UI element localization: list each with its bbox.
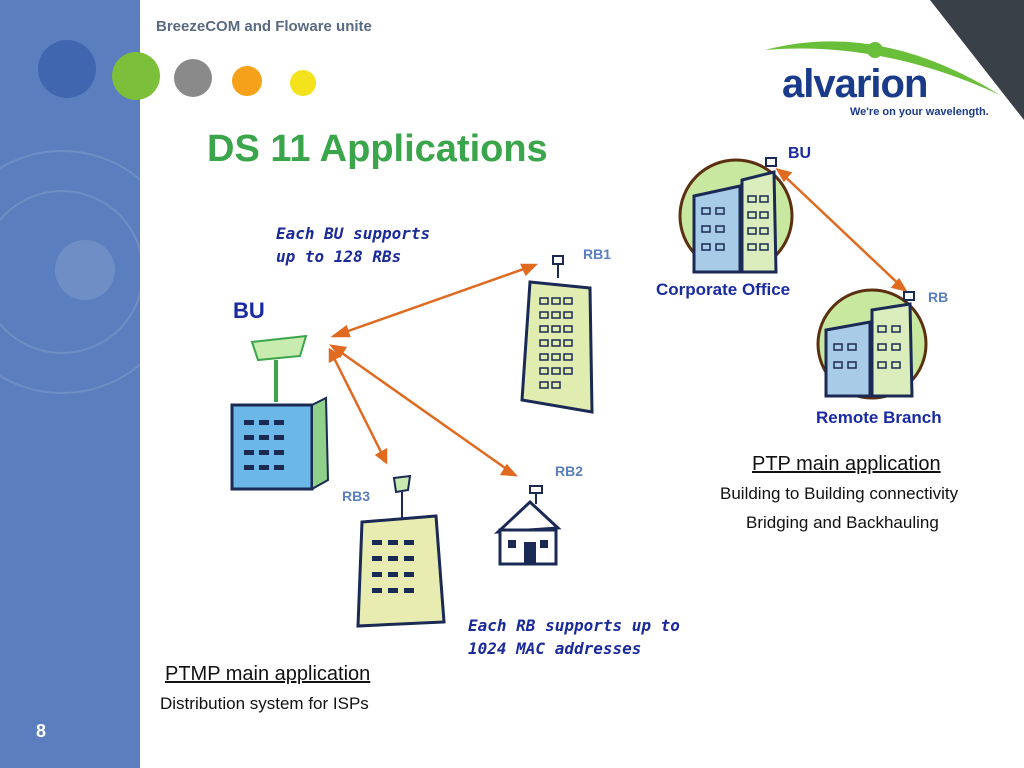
rb3-building-icon: [356, 474, 446, 628]
arrowhead: [775, 168, 793, 183]
rb3-label: RB3: [342, 488, 371, 504]
ptp-bu-label: BU: [788, 145, 812, 162]
page-number: 8: [36, 721, 47, 741]
link-bu-rb1: [333, 263, 536, 338]
arrowhead: [329, 344, 348, 359]
brand-logo: alvarion: [782, 62, 928, 106]
sidebar-ring: [0, 150, 140, 394]
sidebar-circle: [38, 40, 96, 98]
brand-slogan: We're on your wavelength.: [850, 106, 989, 118]
ptp-caption-title: PTP main application: [752, 453, 941, 475]
rb2-label: RB2: [555, 463, 584, 479]
header-tagline: BreezeCOM and Floware unite: [156, 18, 372, 35]
corporate-office-label: Corporate Office: [656, 280, 791, 299]
rb2-house-icon: [493, 485, 562, 566]
grey-dot: [174, 59, 212, 97]
ptmp-caption-title: PTMP main application: [165, 663, 371, 685]
arrowhead: [499, 463, 518, 477]
arrowhead: [330, 324, 351, 338]
arrowhead: [328, 347, 342, 364]
corner-decoration: [930, 0, 1024, 120]
slide-title: DS 11 Applications: [207, 128, 548, 170]
rb1-label: RB1: [583, 246, 612, 262]
green-dot: [112, 52, 160, 100]
arrowhead: [520, 263, 539, 277]
link-bu-rb3: [328, 349, 388, 463]
arrowhead: [890, 277, 908, 292]
bu-label: BU: [233, 298, 265, 323]
link-bu-rb2: [331, 344, 516, 477]
bu-building-icon: [230, 334, 330, 491]
arrowhead: [374, 447, 388, 465]
remote-branch-icon: [816, 288, 928, 400]
bu-capacity-note: Each BU supports up to 128 RBs: [276, 222, 430, 268]
note-line: 1024 MAC addresses: [468, 639, 642, 658]
ptmp-caption-desc: Distribution system for ISPs: [160, 694, 369, 713]
ptmp-links: [328, 263, 539, 477]
sidebar-decoration: [0, 0, 140, 768]
logo-dot: [867, 42, 883, 58]
remote-branch-label: Remote Branch: [816, 408, 942, 427]
sidebar-circle: [55, 240, 115, 300]
ptp-caption-line1: Building to Building connectivity: [720, 484, 959, 503]
ptp-rb-label: RB: [928, 289, 949, 305]
note-line: Each BU supports: [276, 224, 431, 243]
corporate-office-icon: [678, 157, 794, 274]
link-bu-rb-ptp: [777, 169, 906, 291]
rb1-building-icon: [520, 255, 594, 414]
note-line: up to 128 RBs: [276, 247, 402, 266]
rb-capacity-note: Each RB supports up to 1024 MAC addresse…: [468, 614, 680, 660]
ptp-link: [775, 168, 908, 292]
sidebar-ring: [0, 190, 140, 354]
yellow-dot: [290, 70, 316, 96]
note-line: Each RB supports up to: [468, 616, 680, 635]
orange-dot: [232, 66, 262, 96]
ptp-caption-line2: Bridging and Backhauling: [746, 513, 939, 532]
